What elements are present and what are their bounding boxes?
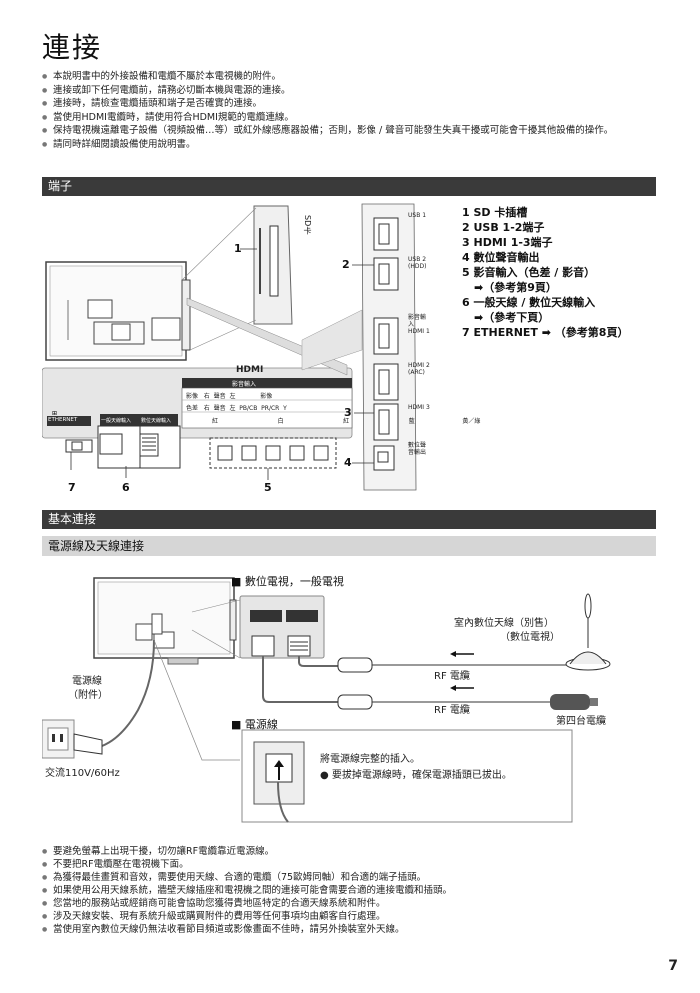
label-2: 2: [342, 258, 350, 271]
label-1: 1: [234, 242, 242, 255]
av-row-cell: 右: [203, 393, 210, 400]
terminal-item: 7 ETHERNET ➡ （參考第8頁）: [462, 326, 629, 339]
usb2-label: USB 2 (HDD): [408, 256, 427, 270]
power-remove-text: 要拔掉電源線時，確保電源插頭已拔出。: [331, 770, 512, 781]
section-header-basic: 基本連接: [42, 510, 656, 529]
terminals-diagram: ⊞: [42, 203, 417, 491]
label-6: 6: [122, 481, 130, 494]
terminal-item: 3 HDMI 1-3端子: [462, 236, 553, 249]
ac-power-label: 交流110V/60Hz: [45, 768, 120, 779]
intro-bullet: 保持電視機遠離電子設備（視頻設備…等）或紅外線感應器設備；否則，影像 / 聲音可…: [42, 124, 662, 138]
av-color: 紅: [212, 418, 219, 425]
bottom-bullet: 如果使用公用天線系統，牆壁天線插座和電視機之間的連接可能會需要合適的連接電纜和插…: [42, 884, 662, 897]
hdmi1-label: 影音輸入 HDMI 1: [408, 314, 430, 335]
av-row-cell: 右: [203, 405, 210, 412]
indoor-antenna-sub: （數位電視）: [500, 632, 560, 643]
rf-cable-label-1: RF 電纜: [434, 671, 470, 682]
terminal-item: ➡（參考下頁）: [474, 311, 550, 324]
digital-antenna-in-label: 數位天線輸入: [141, 418, 172, 424]
av-colors: 紅 白 紅 藍 黃／綠: [212, 416, 480, 425]
power-remove-note: ● 要拔掉電源線時，確保電源插頭已拔出。: [320, 770, 512, 781]
subsection-header-power: 電源線及天線連接: [42, 536, 656, 556]
digital-tv-heading: ■ 數位電視，一般電視: [231, 575, 344, 588]
bottom-bullet: 涉及天線安裝、現有系統升級或購買附件的費用等任何事項均由顧客自行處理。: [42, 910, 662, 923]
page-title: 連接: [42, 31, 103, 64]
av-row-cell: 影像: [260, 393, 273, 400]
av-color: 黃／綠: [462, 418, 481, 425]
label-5: 5: [264, 481, 272, 494]
bottom-bullet: 不要把RF電纜壓在電視機下面。: [42, 858, 662, 871]
power-cord-sub: （附件）: [68, 690, 108, 701]
bottom-bullet: 要避免螢幕上出現干擾，切勿讓RF電纜靠近電源線。: [42, 845, 662, 858]
terminal-item: 6 一般天線 / 數位天線輸入: [462, 296, 596, 309]
connection-diagram: [42, 577, 611, 823]
av-color: 紅: [343, 418, 350, 425]
av-row-cell: 影像: [186, 393, 199, 400]
bottom-bullet: 為獲得最佳畫質和音效，需要使用天線、合適的電纜（75歐姆同軸）和合適的端子插頭。: [42, 871, 662, 884]
av-row-cell: PB/CB: [239, 405, 258, 412]
intro-bullet: 當使用HDMI電纜時，請使用符合HDMI規範的電纜連線。: [42, 111, 662, 125]
hdmi-logo: HDMI: [236, 365, 264, 375]
intro-bullet: 本說明書中的外接設備和電纜不屬於本電視機的附件。: [42, 70, 662, 84]
power-insert-note: 將電源線完整的插入。: [320, 754, 420, 765]
power-heading: ■ 電源線: [231, 718, 278, 731]
label-4: 4: [344, 456, 352, 469]
hdmi3-label: HDMI 3: [408, 404, 430, 411]
power-cord-label: 電源線: [72, 676, 102, 687]
sd-label: SD卡: [303, 215, 312, 235]
bottom-bullet: 您當地的服務站或經銷商可能會協助您獲得貴地區特定的合適天線系統和附件。: [42, 897, 662, 910]
intro-bullet: 連接或卸下任何電纜前，請務必切斷本機與電源的連接。: [42, 84, 662, 98]
av-color: 藍: [408, 418, 415, 425]
digital-audio-label: 數位聲音輸出: [408, 442, 427, 456]
antenna-in-label: 一般天線輸入: [101, 418, 132, 424]
svg-text:⊞: ⊞: [52, 410, 57, 417]
av-row2: 色差 右 聲音 左 PB/CB PR/CR Y: [186, 403, 287, 412]
av-row-cell: 聲音: [213, 405, 226, 412]
intro-bullet: 請同時詳細閱讀設備使用說明書。: [42, 138, 662, 152]
usb1-label: USB 1: [408, 212, 427, 219]
terminal-item: 2 USB 1-2端子: [462, 221, 545, 234]
av-row-cell: 色差: [186, 405, 199, 412]
terminal-item: ➡（參考第9頁）: [474, 281, 557, 294]
page-number: 7: [668, 958, 678, 974]
rf-cable-label-2: RF 電纜: [434, 705, 470, 716]
indoor-antenna-label: 室內數位天線（別售）: [454, 618, 554, 629]
intro-bullet-list: 本說明書中的外接設備和電纜不屬於本電視機的附件。 連接或卸下任何電纜前，請務必切…: [42, 70, 662, 151]
bottom-bullet-list: 要避免螢幕上出現干擾，切勿讓RF電纜靠近電源線。 不要把RF電纜壓在電視機下面。…: [42, 845, 662, 936]
av-color: 白: [277, 418, 284, 425]
bottom-bullet: 當使用室內數位天線仍無法收看節目頻道或影像畫面不佳時，請另外換裝室外天線。: [42, 923, 662, 936]
intro-bullet: 連接時，請檢查電纜插頭和端子是否確實的連接。: [42, 97, 662, 111]
cable-tv-label: 第四台電纜: [556, 716, 606, 727]
av-row1: 影像 右 聲音 左 影像: [186, 391, 272, 400]
ethernet-label: ETHERNET: [48, 417, 78, 423]
av-row-cell: Y: [283, 405, 287, 412]
label-3: 3: [344, 406, 352, 419]
section-header-terminals: 端子: [42, 177, 656, 196]
av-row-cell: 聲音: [213, 393, 226, 400]
label-7: 7: [68, 481, 76, 494]
av-in-label: 影音輸入: [232, 381, 257, 388]
av-row-cell: PR/CR: [261, 405, 280, 412]
terminal-item: 4 數位聲音輸出: [462, 251, 540, 264]
av-row-cell: 左: [229, 405, 236, 412]
terminal-list: 1 SD 卡插槽 2 USB 1-2端子 3 HDMI 1-3端子 4 數位聲音…: [462, 205, 628, 340]
terminal-item: 1 SD 卡插槽: [462, 206, 528, 219]
av-row-cell: 左: [229, 393, 236, 400]
terminal-item: 5 影音輸入（色差 / 影音）: [462, 266, 596, 279]
hdmi2-label: HDMI 2 (ARC): [408, 362, 430, 376]
